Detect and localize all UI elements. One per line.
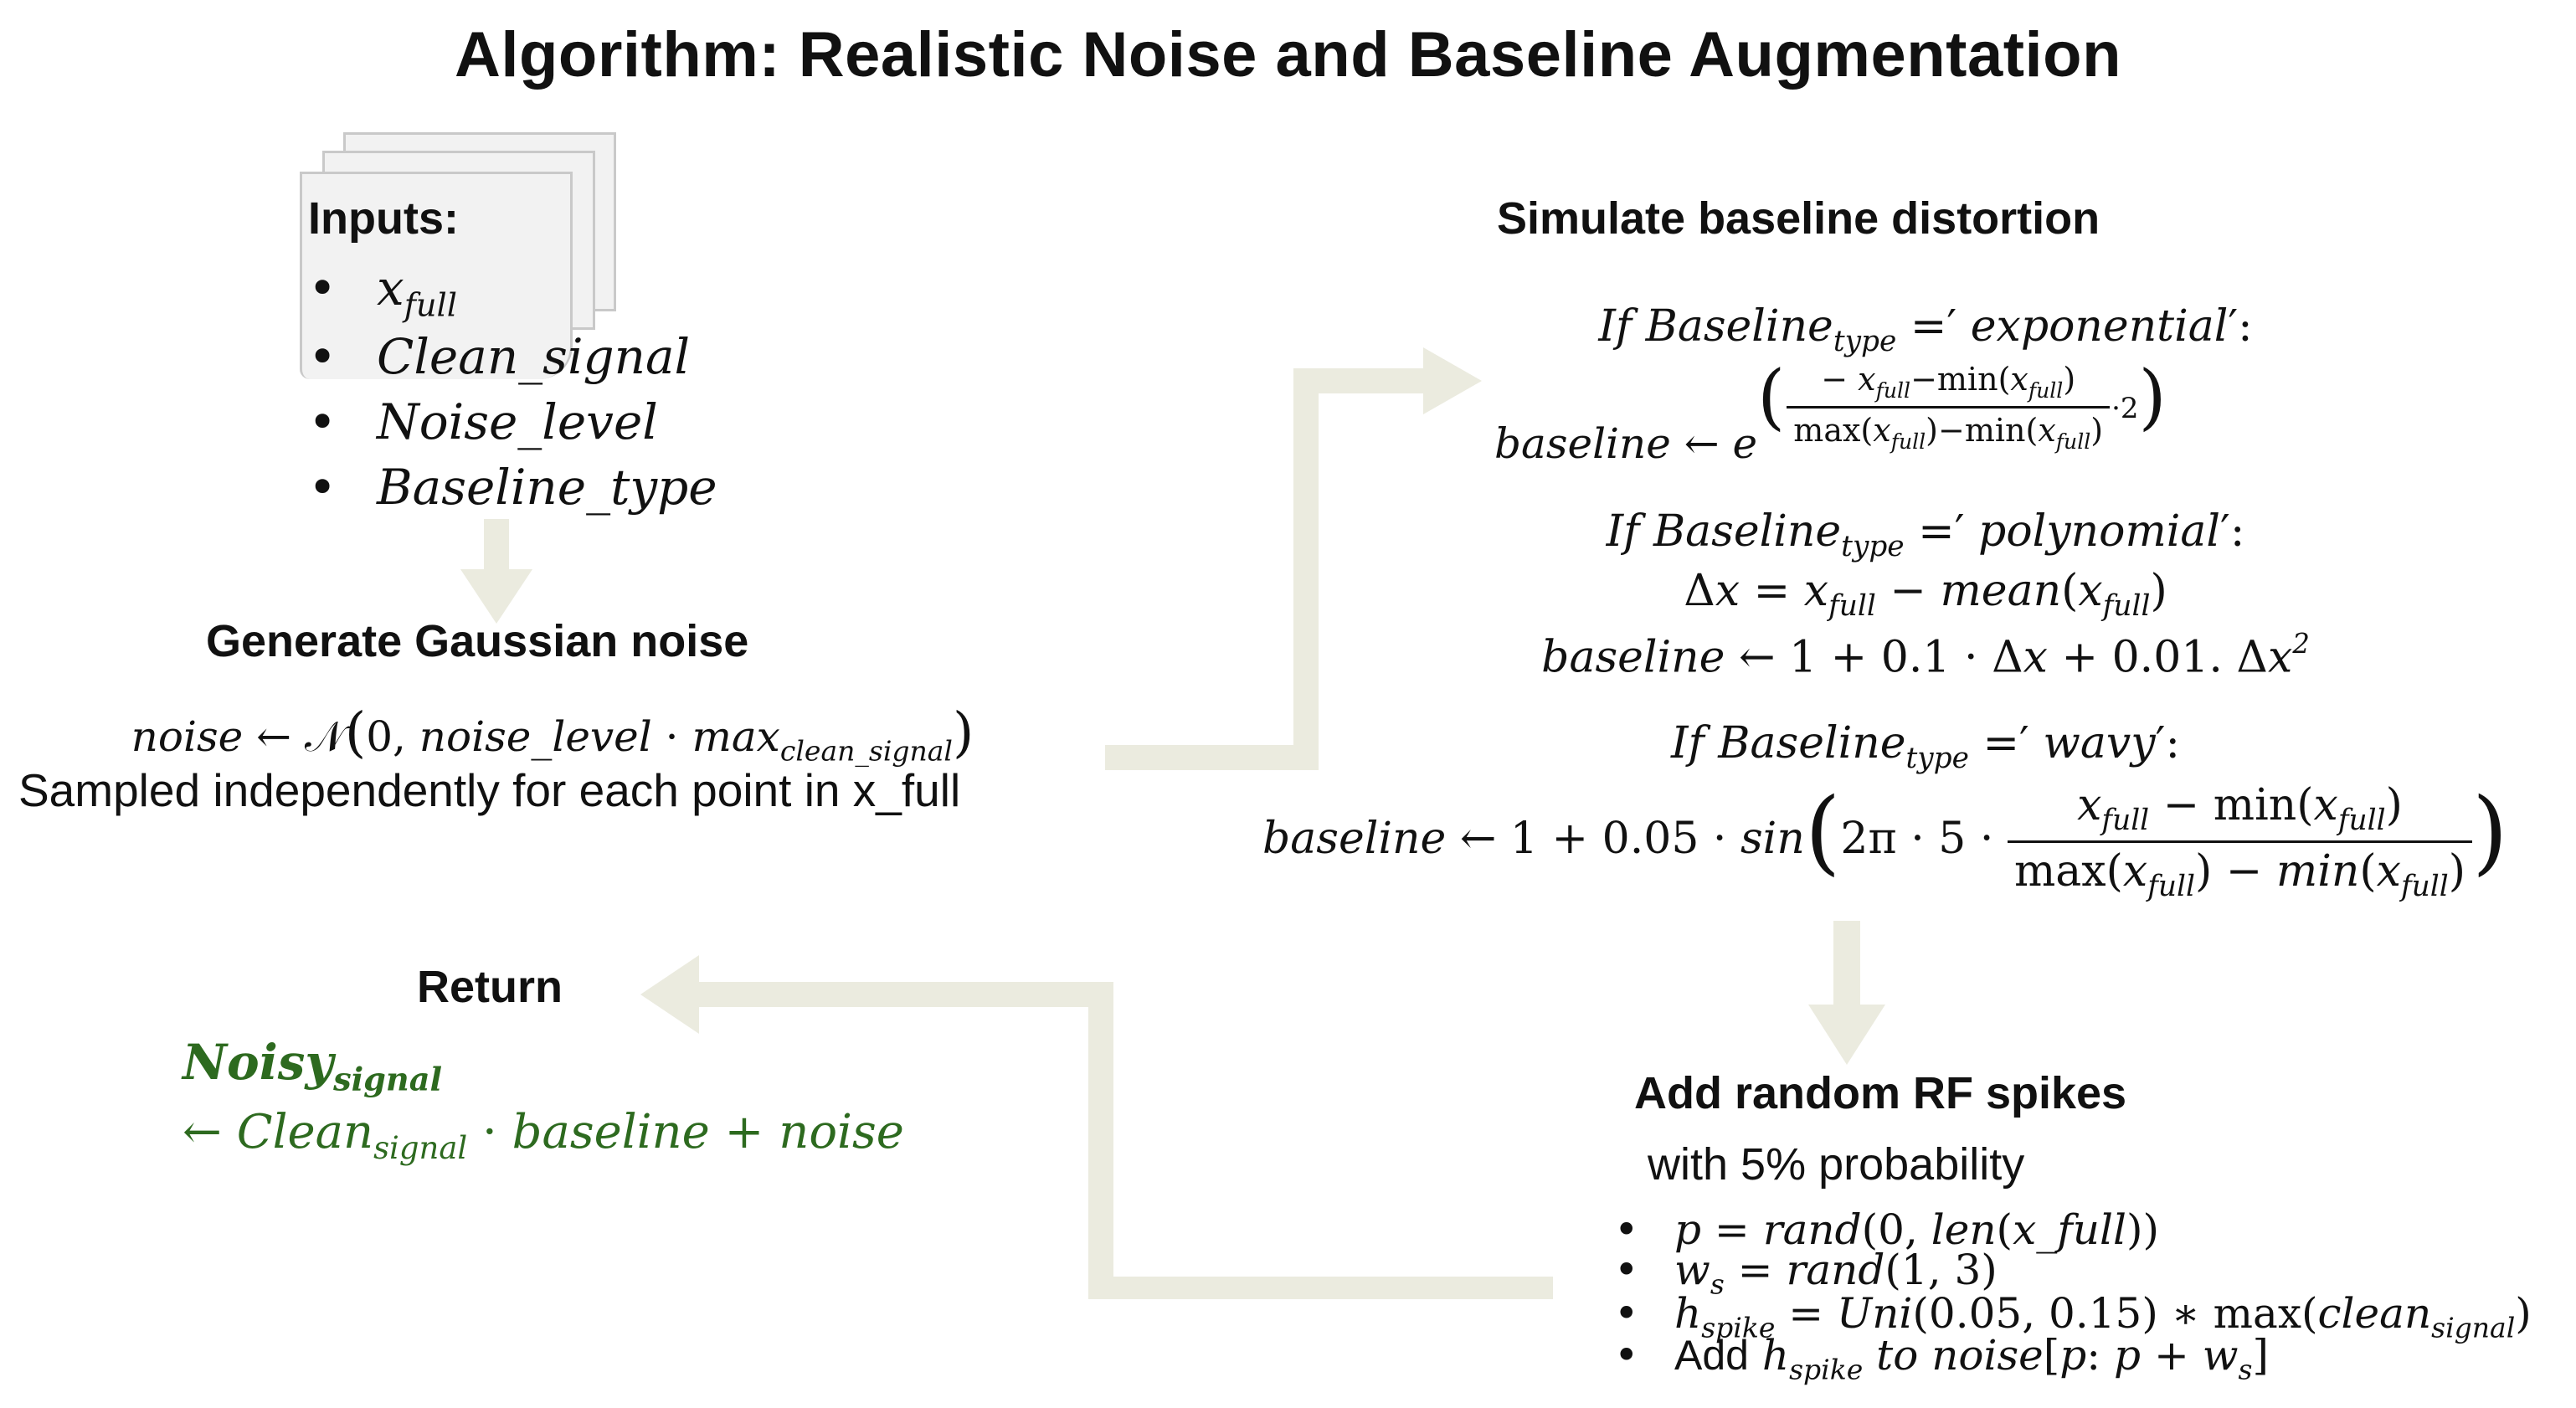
baseline-wavy-formula: baseline ← 1 + 0.05 · sin(2π · 5 · xfull…	[1262, 779, 2508, 903]
baseline-polynomial-condition: If Baselinetype =′ polynomial′:	[1606, 506, 2245, 563]
gaussian-note: Sampled independently for each point in …	[18, 764, 961, 816]
baseline-polynomial-formula: baseline ← 1 + 0.1 · Δx + 0.01. Δx2	[1541, 628, 2310, 683]
return-formula: ← Cleansignal · baseline + noise	[183, 1105, 904, 1166]
spikes-list: •p = rand(0, len(x_full)) •ws = rand(1, …	[1614, 1205, 2532, 1386]
inputs-list: •xfull •Clean_signal •Noise_level •Basel…	[308, 260, 717, 516]
baseline-exponential-formula: baseline ← e(− xfull−min(xfull)max(xfull…	[1494, 356, 2167, 468]
baseline-polynomial-delta: Δx = xfull − mean(xfull)	[1684, 566, 2167, 623]
gaussian-heading: Generate Gaussian noise	[206, 616, 749, 666]
inputs-heading: Inputs:	[308, 193, 459, 244]
baseline-exponential-condition: If Baselinetype =′ exponential′:	[1598, 301, 2253, 358]
diagram-title: Algorithm: Realistic Noise and Baseline …	[454, 19, 2122, 90]
spikes-subheading: with 5% probability	[1648, 1139, 2025, 1190]
spikes-heading: Add random RF spikes	[1634, 1068, 2127, 1118]
arrow-gaussian-to-baseline	[1105, 347, 1482, 770]
baseline-wavy-condition: If Baselinetype =′ wavy′:	[1670, 718, 2180, 775]
arrow-inputs-to-gaussian	[460, 519, 532, 624]
return-output: Noisysignal	[183, 1034, 443, 1099]
baseline-heading: Simulate baseline distortion	[1497, 193, 2100, 244]
return-heading: Return	[417, 962, 563, 1012]
arrow-spikes-to-return	[640, 955, 1553, 1299]
gaussian-formula: noise ← 𝒩(0, noise_level · maxclean_sign…	[131, 701, 974, 768]
arrow-baseline-to-spikes	[1808, 921, 1885, 1065]
